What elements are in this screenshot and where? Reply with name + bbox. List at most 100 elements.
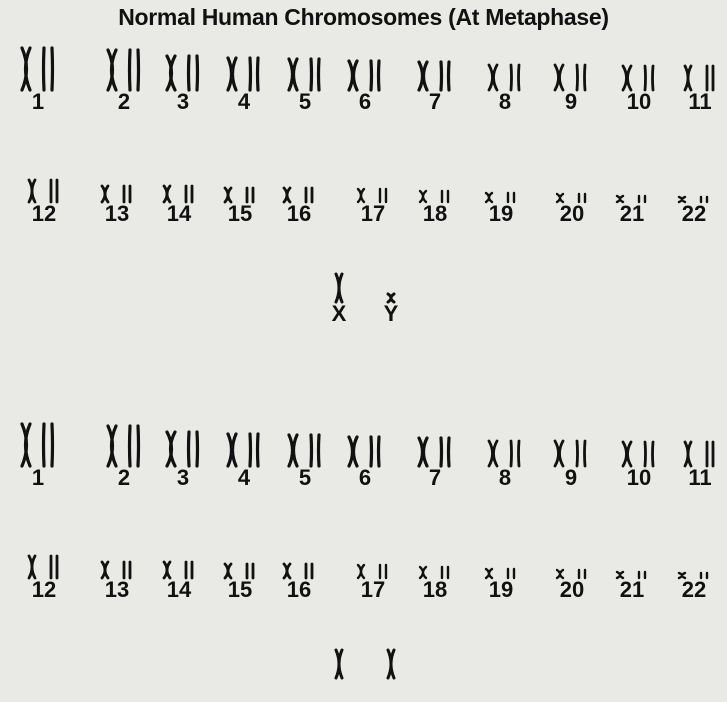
- chromosome-number-label: 14: [149, 202, 209, 226]
- chromosome-pair-icon: [405, 44, 465, 92]
- chromosome-pair-icon: [269, 156, 329, 204]
- chromosome-shape: [645, 66, 653, 90]
- chromosome-shape: [108, 50, 116, 90]
- chromosome-pair-icon: [94, 44, 154, 92]
- chromosome-pair-3: 3: [153, 420, 213, 490]
- chromosome-shape: [555, 441, 563, 466]
- chromosome-pair-icon: [8, 420, 68, 468]
- chromosome-number-label: 15: [210, 578, 270, 602]
- chromosome-number-label: 17: [343, 202, 403, 226]
- chromosome-pair-13: 13: [87, 532, 147, 602]
- sex-chromosomes: XY: [0, 256, 727, 326]
- chromosome-shape: [289, 435, 297, 466]
- chromosome-number-label: 20: [542, 202, 602, 226]
- chromosome-pair-icon: [405, 156, 465, 204]
- sex-chromosome-x: [324, 632, 354, 702]
- chromosome-pair-icon: [275, 44, 335, 92]
- chromosome-number-label: 16: [269, 578, 329, 602]
- chromosome-pair-15: 15: [210, 156, 270, 226]
- chromosome-shape: [555, 65, 563, 90]
- chromosome-pair-7: 7: [405, 44, 465, 114]
- chromosome-number-label: 19: [471, 202, 531, 226]
- chromosome-row-1-11: 1234567891011: [0, 420, 727, 490]
- chromosome-number-label: 14: [149, 578, 209, 602]
- chromosome-pair-icon: [609, 420, 669, 468]
- chromosome-shape: [685, 442, 691, 466]
- chromosome-pair-icon: [14, 156, 74, 204]
- chromosome-pair-8: 8: [475, 44, 535, 114]
- chromosome-number-label: 17: [343, 578, 403, 602]
- chromosome-number-label: 3: [153, 90, 213, 114]
- chromosome-pair-8: 8: [475, 420, 535, 490]
- chromosome-shape: [511, 441, 519, 466]
- chromosome-pair-12: 12: [14, 156, 74, 226]
- chromosome-number-label: 8: [475, 466, 535, 490]
- chromosome-number-label: 11: [670, 90, 727, 114]
- chromosome-number-label: 6: [335, 466, 395, 490]
- chromosome-pair-16: 16: [269, 532, 329, 602]
- chromosome-shape: [707, 66, 713, 90]
- chromosome-number-label: 10: [609, 466, 669, 490]
- chromosome-shape: [623, 66, 631, 90]
- chromosome-shape: [489, 441, 497, 466]
- chromosome-number-label: 2: [94, 466, 154, 490]
- chromosome-shape: [186, 186, 192, 202]
- chromosome-shape: [511, 65, 519, 90]
- chromosome-shape: [225, 564, 231, 578]
- chromosome-shape: [441, 62, 449, 90]
- chromosome-pair-icon: [471, 156, 531, 204]
- chromosome-pair-icon: [275, 420, 335, 468]
- chromosome-shape: [228, 58, 236, 90]
- chromosome-number-label: 21: [602, 202, 662, 226]
- chromosome-shape: [284, 564, 290, 578]
- chromosome-pair-icon: [475, 420, 535, 468]
- chromosome-icon: [324, 256, 354, 304]
- chromosome-pair-icon: [542, 156, 602, 204]
- chromosome-shape: [130, 50, 139, 90]
- chromosome-pair-icon: [664, 532, 724, 580]
- chromosome-shape: [186, 562, 192, 578]
- chromosome-number-label: 13: [87, 202, 147, 226]
- chromosome-shape: [102, 562, 108, 578]
- chromosome-shape: [189, 432, 198, 466]
- chromosome-pair-7: 7: [405, 420, 465, 490]
- chromosome-number-label: 4: [214, 466, 274, 490]
- chromosome-pair-icon: [609, 44, 669, 92]
- chromosome-shape: [189, 56, 198, 90]
- chromosome-shape: [225, 188, 231, 202]
- chromosome-pair-11: 11: [670, 420, 727, 490]
- chromosome-shape: [102, 186, 108, 202]
- chromosome-shape: [247, 564, 253, 578]
- chromosome-number-label: 5: [275, 466, 335, 490]
- chromosome-pair-21: 21: [602, 532, 662, 602]
- chromosome-pair-icon: [405, 420, 465, 468]
- chromosome-number-label: 10: [609, 90, 669, 114]
- chromosome-shape: [349, 61, 357, 90]
- chromosome-number-label: 2: [94, 90, 154, 114]
- chromosome-shape: [577, 441, 585, 466]
- chromosome-pair-icon: [541, 420, 601, 468]
- chromosome-shape: [167, 56, 175, 90]
- chromosome-shape: [51, 180, 57, 202]
- chromosome-pair-icon: [210, 532, 270, 580]
- chromosome-shape: [51, 556, 57, 578]
- chromosome-shape: [441, 438, 449, 466]
- chromosome-pair-icon: [664, 156, 724, 204]
- chromosome-pair-icon: [14, 532, 74, 580]
- chromosome-pair-22: 22: [664, 532, 724, 602]
- chromosome-number-label: 19: [471, 578, 531, 602]
- chromosome-pair-14: 14: [149, 156, 209, 226]
- chromosome-pair-10: 10: [609, 44, 669, 114]
- chromosome-number-label: 6: [335, 90, 395, 114]
- chromosome-pair-13: 13: [87, 156, 147, 226]
- chromosome-pair-18: 18: [405, 156, 465, 226]
- chromosome-shape: [371, 61, 379, 90]
- sex-chromosome-x: [376, 632, 406, 702]
- chromosome-pair-5: 5: [275, 420, 335, 490]
- chromosome-pair-icon: [94, 420, 154, 468]
- chromosome-number-label: 12: [14, 202, 74, 226]
- chromosome-number-label: 8: [475, 90, 535, 114]
- chromosome-pair-21: 21: [602, 156, 662, 226]
